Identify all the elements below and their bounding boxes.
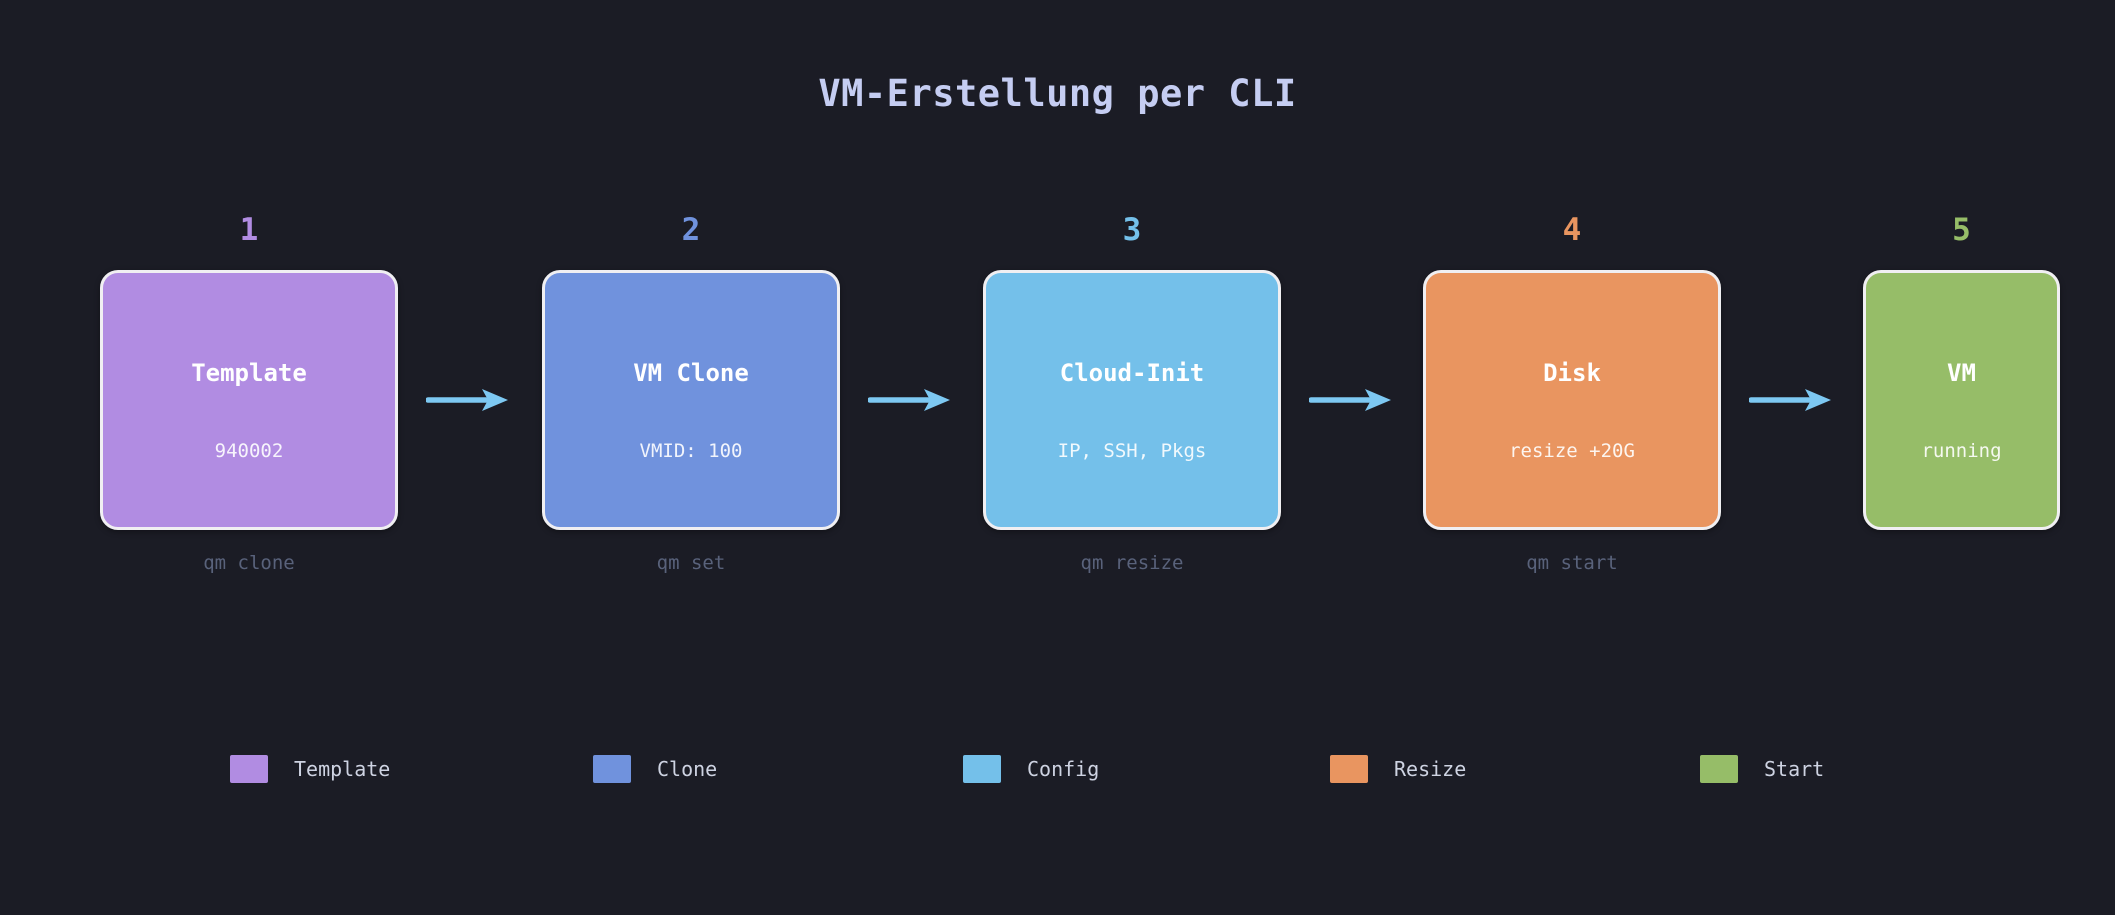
legend-item-clone: Clone — [593, 755, 717, 783]
flow-arrow-1 — [426, 386, 508, 414]
step-vm: 5 VM running — [1863, 210, 2060, 530]
legend-item-resize: Resize — [1330, 755, 1466, 783]
step-disk-label: Disk — [1543, 359, 1601, 387]
arrow-right-icon — [1749, 389, 1831, 411]
step-vm-clone-caption: qm set — [656, 552, 726, 574]
step-template-sublabel: 940002 — [214, 440, 284, 462]
arrow-right-icon — [868, 389, 950, 411]
step-cloud-init-label: Cloud-Init — [1059, 359, 1205, 387]
step-cloud-init-caption: qm resize — [1080, 552, 1184, 574]
legend-swatch-config — [963, 755, 1001, 783]
legend-item-start: Start — [1700, 755, 1824, 783]
step-disk-number: 4 — [1562, 212, 1582, 248]
legend-label-config: Config — [1027, 757, 1100, 781]
legend-label-clone: Clone — [657, 757, 718, 781]
step-disk-caption: qm start — [1526, 552, 1618, 574]
step-vm-clone-box: VM Clone VMID: 100 — [542, 270, 840, 530]
step-template-number: 1 — [239, 212, 259, 248]
step-vm-number: 5 — [1952, 212, 1971, 248]
legend-label-start: Start — [1764, 757, 1825, 781]
arrow-right-icon — [426, 389, 508, 411]
step-disk-sublabel: resize +20G — [1509, 440, 1635, 462]
step-disk-box: Disk resize +20G — [1423, 270, 1721, 530]
step-template: 1 Template 940002 qm clone — [100, 210, 398, 574]
legend-item-config: Config — [963, 755, 1099, 783]
legend: Template Clone Config Resize Start — [0, 755, 2115, 787]
legend-swatch-start — [1700, 755, 1738, 783]
step-template-label: Template — [191, 359, 307, 387]
step-vm-clone-sublabel: VMID: 100 — [639, 440, 743, 462]
legend-item-template: Template — [230, 755, 390, 783]
diagram-title: VM-Erstellung per CLI — [818, 72, 1297, 115]
step-vm-clone-label: VM Clone — [633, 359, 749, 387]
step-cloud-init: 3 Cloud-Init IP, SSH, Pkgs qm resize — [983, 210, 1281, 574]
step-cloud-init-number: 3 — [1122, 212, 1142, 248]
step-vm-sublabel: running — [1921, 440, 2002, 462]
step-vm-clone: 2 VM Clone VMID: 100 qm set — [542, 210, 840, 574]
step-cloud-init-box: Cloud-Init IP, SSH, Pkgs — [983, 270, 1281, 530]
step-vm-label: VM — [1947, 359, 1976, 387]
step-disk: 4 Disk resize +20G qm start — [1423, 210, 1721, 574]
legend-swatch-resize — [1330, 755, 1368, 783]
legend-label-resize: Resize — [1394, 757, 1467, 781]
arrow-right-icon — [1309, 389, 1391, 411]
step-vm-box: VM running — [1863, 270, 2060, 530]
legend-swatch-clone — [593, 755, 631, 783]
step-template-box: Template 940002 — [100, 270, 398, 530]
step-cloud-init-sublabel: IP, SSH, Pkgs — [1057, 440, 1207, 462]
step-vm-clone-number: 2 — [681, 212, 701, 248]
flow-arrow-4 — [1749, 386, 1831, 414]
legend-swatch-template — [230, 755, 268, 783]
legend-label-template: Template — [294, 757, 391, 781]
flow-arrow-2 — [868, 386, 950, 414]
step-template-caption: qm clone — [203, 552, 295, 574]
flow-arrow-3 — [1309, 386, 1391, 414]
